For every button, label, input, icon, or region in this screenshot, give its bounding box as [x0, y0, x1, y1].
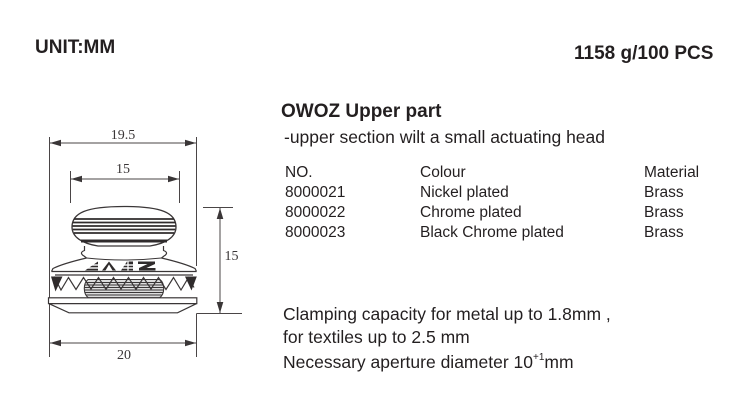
spec-table-header: NO. Colour Material	[285, 163, 744, 183]
dimension-label-19-5: 19.5	[111, 128, 136, 143]
fastener-part	[47, 205, 198, 314]
skirt-shoulder	[86, 257, 162, 261]
cap-knurl-band	[72, 218, 176, 234]
dimension-label-15-inner: 15	[116, 162, 130, 177]
claw-left	[51, 276, 63, 292]
neck-right	[161, 246, 168, 259]
base-washer	[47, 297, 198, 305]
technical-drawing: 19.5 15 15 20	[47, 128, 242, 363]
dimension-outer-width: 19.5	[50, 128, 196, 147]
cell-colour: Nickel plated	[420, 184, 509, 201]
note-line-2: for textiles up to 2.5 mm	[283, 326, 470, 347]
cell-no: 8000022	[285, 204, 346, 221]
col-header-colour: Colour	[420, 164, 466, 181]
spec-table: NO. Colour Material 8000021 Nickel plate…	[285, 163, 744, 243]
table-row: 8000023 Black Chrome plated Brass	[285, 223, 744, 243]
cell-material: Brass	[644, 224, 684, 241]
product-info: OWOZ Upper part -upper section wilt a sm…	[281, 101, 605, 148]
cell-colour: Black Chrome plated	[420, 224, 564, 241]
neck-left	[80, 246, 87, 259]
dimension-base-width: 20	[50, 339, 196, 363]
tolerance-superscript: +1	[532, 352, 545, 363]
serrated-teeth	[53, 276, 195, 292]
col-header-no: NO.	[285, 164, 313, 181]
product-title: OWOZ Upper part	[281, 101, 442, 122]
cell-material: Brass	[644, 204, 684, 221]
extension-lines	[49, 137, 242, 357]
cell-colour: Chrome plated	[420, 204, 522, 221]
col-header-material: Material	[644, 164, 700, 181]
cap-outline	[71, 205, 177, 247]
unit-label: UNIT:MM	[35, 37, 116, 58]
brand-marks	[85, 261, 156, 271]
dimension-label-15-height: 15	[225, 249, 239, 264]
note-line-1: Clamping capacity for metal up to 1.8mm …	[283, 304, 611, 324]
dimension-inner-width: 15	[71, 162, 179, 183]
dimension-height: 15	[216, 208, 239, 313]
table-row: 8000022 Chrome plated Brass	[285, 203, 744, 223]
cell-no: 8000021	[285, 184, 346, 201]
cell-material: Brass	[644, 184, 684, 201]
product-subtitle: -upper section wilt a small actuating he…	[284, 127, 606, 147]
note-line-3-text: Necessary aperture diameter 10	[283, 351, 533, 372]
cell-no: 8000023	[285, 224, 346, 241]
note-line-3: Necessary aperture diameter 10+1mm	[283, 348, 611, 373]
clamping-notes: Clamping capacity for metal up to 1.8mm …	[283, 303, 611, 373]
note-line-3-unit: mm	[544, 351, 574, 372]
table-row: 8000021 Nickel plated Brass	[285, 183, 744, 203]
dimension-label-20: 20	[117, 348, 131, 363]
weight-per-100pcs-label: 1158 g/100 PCS	[574, 43, 714, 64]
claw-right	[185, 276, 197, 291]
skirt-edge-left	[50, 257, 87, 272]
base-cone	[48, 303, 197, 314]
skirt-edge-right	[161, 257, 198, 272]
